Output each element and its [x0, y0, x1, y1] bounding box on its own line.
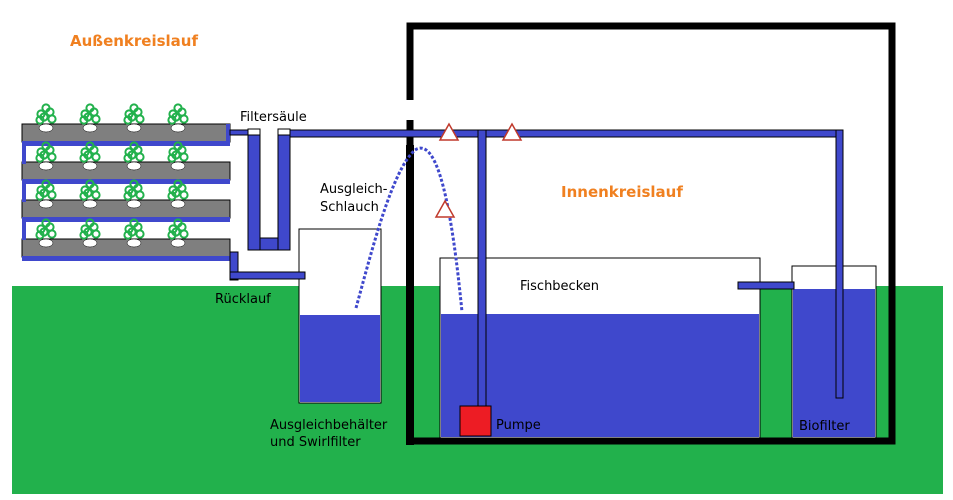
outer-loop-label: Außenkreislauf	[70, 32, 199, 50]
plant	[167, 218, 189, 248]
return-flow-label: Rücklauf	[215, 292, 271, 307]
plant	[79, 141, 101, 171]
balance-hose	[354, 146, 464, 313]
plant	[123, 179, 145, 209]
plant	[167, 103, 189, 133]
plant	[35, 179, 57, 209]
biofilter-water	[793, 289, 875, 437]
plants	[35, 103, 189, 248]
balance-hose-label-1: Ausgleich-	[320, 182, 388, 197]
plant	[35, 103, 57, 133]
pump	[459, 405, 492, 437]
pipes	[229, 129, 844, 409]
plant	[167, 179, 189, 209]
fish-tank-label: Fischbecken	[520, 279, 600, 294]
fish-tank-water	[441, 314, 759, 437]
valve-2	[501, 122, 523, 141]
valve-1	[438, 122, 460, 141]
plant	[123, 218, 145, 248]
greenhouse-wall-left-lower	[406, 145, 414, 445]
plant	[79, 218, 101, 248]
filter-column-cap-2	[277, 128, 291, 136]
balance-hose-label-2: Schlauch	[320, 200, 379, 215]
pump-label: Pumpe	[496, 418, 541, 433]
inner-loop-label: Innenkreislauf	[561, 183, 683, 201]
plant	[79, 103, 101, 133]
balance-tank-water	[300, 315, 380, 402]
plant	[123, 103, 145, 133]
plant	[123, 141, 145, 171]
valve-3	[434, 199, 456, 218]
plant	[167, 141, 189, 171]
plant	[79, 179, 101, 209]
filter-column-label: Filtersäule	[240, 110, 307, 125]
balance-tank-label-2: und Swirlfilter	[270, 435, 361, 450]
plant	[35, 218, 57, 248]
balance-tank-label-1: Ausgleichbehälter	[270, 418, 388, 433]
filter-column-cap	[247, 128, 261, 136]
plant	[35, 141, 57, 171]
biofilter-label: Biofilter	[799, 419, 850, 434]
